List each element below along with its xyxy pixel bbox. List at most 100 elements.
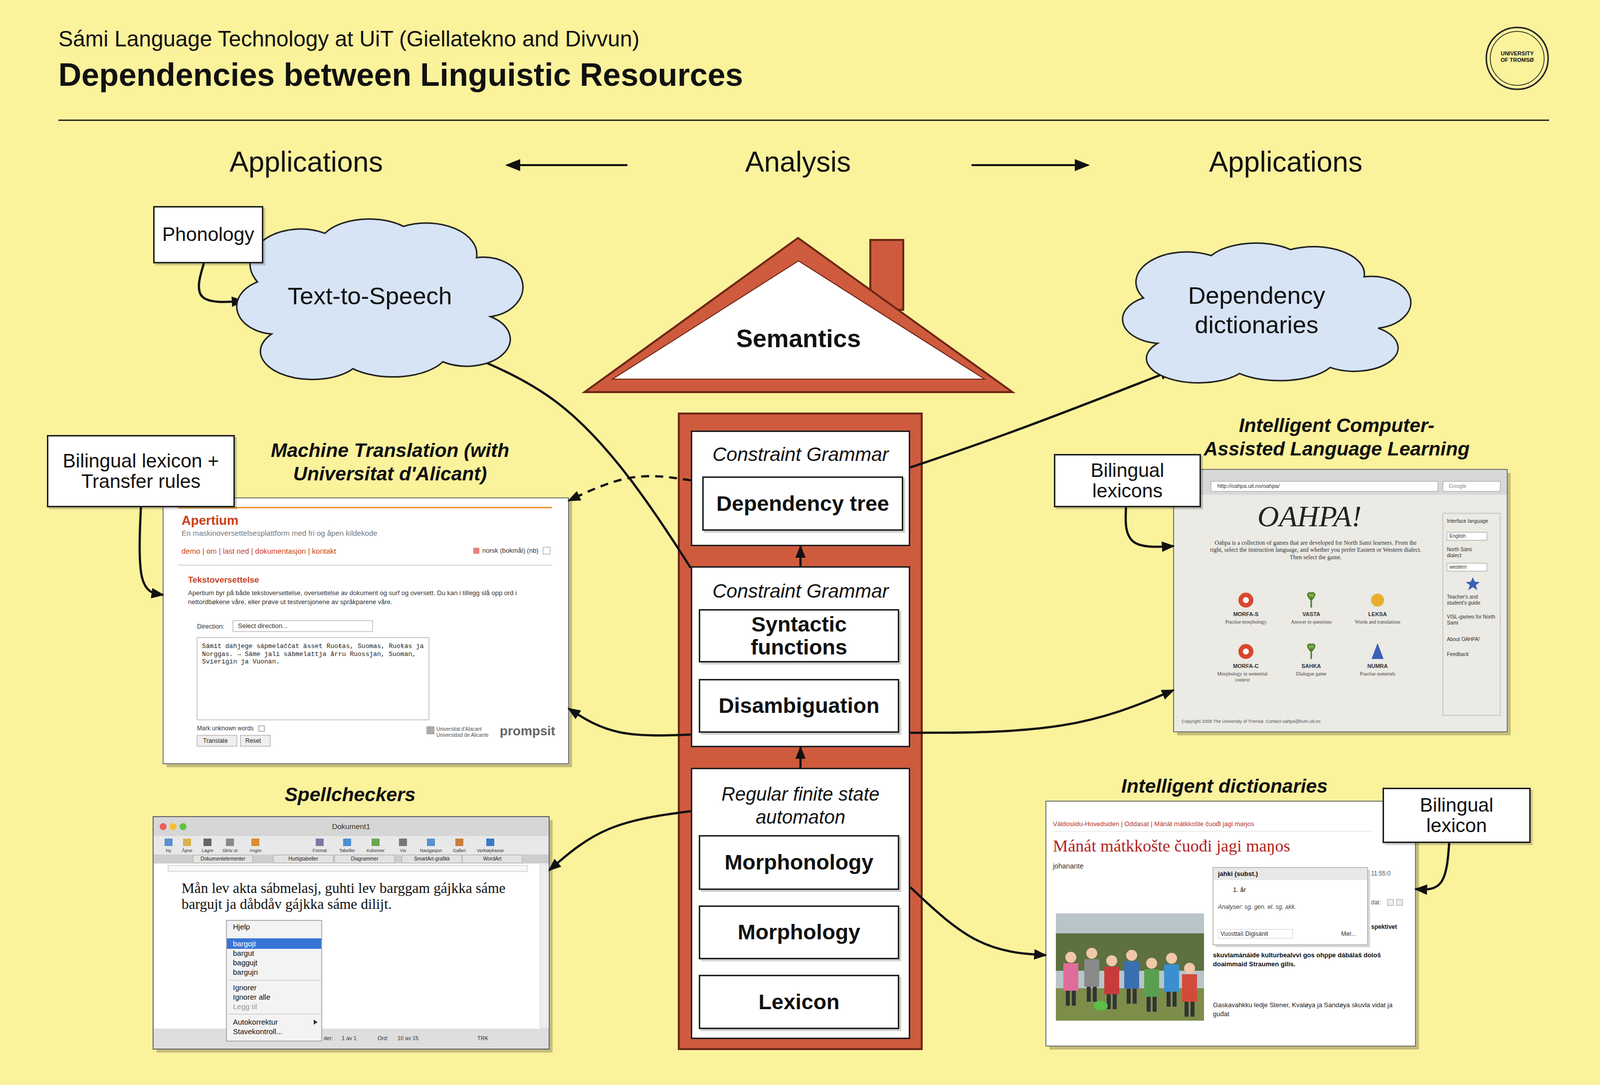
dictionary-screenshot <box>1045 800 1419 1050</box>
screenshot-text: NUMRA <box>1346 662 1409 670</box>
word-processor-screenshot <box>315 838 324 846</box>
screenshot-text: Translate <box>202 737 228 745</box>
screenshot-text: Sámit dahjege sápmelaččat ässet Ruoŧas, … <box>201 642 424 666</box>
photo <box>1106 955 1118 967</box>
panel-heading: Intelligent Computer-Assisted Language L… <box>1182 413 1492 461</box>
screenshot-text: 1. år <box>1232 885 1246 894</box>
photo <box>1055 913 1204 1021</box>
layer-box: Lexicon <box>698 974 900 1029</box>
photo <box>1190 1001 1195 1017</box>
section-header: Applications <box>201 144 411 179</box>
roof-inner <box>612 260 985 380</box>
screenshot-text: Ignorer alle <box>232 992 271 1002</box>
screenshot-text: 1 av 1 <box>341 1034 357 1042</box>
screenshot-text: Verktøykasse <box>470 847 511 854</box>
layer-group: Constraint GrammarSyntactic functionsDis… <box>690 566 911 748</box>
screenshot-text: demo | om | last ned | dokumentasjon | k… <box>181 546 337 556</box>
connector <box>910 690 1174 733</box>
screenshot-panel: Intelligent Computer-Assisted Language L… <box>1173 411 1508 732</box>
screenshot-text: http://oahpa.uit.no/oahpa/ <box>1217 482 1280 490</box>
screenshot-text: Vis <box>383 847 423 854</box>
screenshot-text: Dialogue game <box>1280 670 1343 677</box>
screenshot-text: der: <box>323 1034 334 1042</box>
screenshot-text: Dokument1 <box>153 821 550 831</box>
screenshot-text: Skriv ut <box>209 847 250 854</box>
screenshot-text: Lagre <box>187 847 228 854</box>
language-learning-screenshot <box>1242 648 1249 655</box>
word-processor-screenshot <box>251 838 260 846</box>
word-processor-screenshot <box>399 838 407 846</box>
language-learning-screenshot <box>1307 593 1315 608</box>
screenshot-text: Direction: <box>197 622 225 631</box>
language-learning-screenshot <box>1307 644 1315 659</box>
word-processor-screenshot <box>164 838 173 846</box>
language-learning-screenshot <box>1446 532 1487 541</box>
box-label: Dependency tree <box>716 492 890 515</box>
application-cloud: Dependency dictionaries <box>1115 234 1399 386</box>
layer-group: Regular finite state automatonMorphonolo… <box>690 767 911 1039</box>
screenshot-text: VASTA <box>1280 610 1343 618</box>
language-learning-screenshot <box>1173 469 1511 736</box>
translation-screenshot <box>473 547 480 554</box>
layer-box: Dependency tree <box>702 476 904 531</box>
language-learning-screenshot <box>1238 592 1254 608</box>
photo <box>1084 959 1100 987</box>
screenshot-text: Ord: <box>377 1034 389 1042</box>
translation-screenshot <box>163 497 569 764</box>
box-label: Syntactic functions <box>706 612 892 658</box>
language-learning-screenshot <box>1371 642 1384 659</box>
photo <box>1132 988 1137 1004</box>
translation-screenshot <box>426 726 435 735</box>
layer-box: Disambiguation <box>698 678 900 733</box>
language-learning-screenshot <box>1446 563 1487 572</box>
box-label: Bilingual lexicons <box>1061 460 1194 502</box>
connector <box>568 708 691 736</box>
roof-triangle: Semantics <box>583 236 1014 394</box>
connector <box>799 546 802 567</box>
screenshot-text: Apertium byr på både tekstoversettelse, … <box>188 588 548 606</box>
photo <box>1164 964 1180 992</box>
screenshot-text: Interface language <box>1446 518 1497 525</box>
word-processor-screenshot <box>153 1028 549 1049</box>
screenshot-text: Format <box>299 847 340 854</box>
word-processor-screenshot <box>179 822 187 830</box>
screenshot-text: Reset <box>245 737 261 745</box>
box-label: Morphology <box>737 920 861 944</box>
cloud-label: Text-to-Speech <box>260 281 480 311</box>
screenshot-text: Mer... <box>1341 930 1357 938</box>
photo <box>1184 1001 1189 1017</box>
photo <box>1152 996 1157 1012</box>
photo <box>1184 962 1196 974</box>
screenshot-text: English <box>1449 533 1466 540</box>
box-label: Bilingual lexicon <box>1390 795 1524 836</box>
photo <box>1063 963 1079 991</box>
dictionary-screenshot <box>1212 867 1368 945</box>
language-learning-screenshot <box>1210 481 1438 492</box>
panel-heading: Intelligent dictionaries <box>1099 774 1350 799</box>
photo <box>1065 990 1070 1006</box>
screenshot-text: North Sámi dialect <box>1446 546 1487 559</box>
language-learning-screenshot <box>1173 469 1508 732</box>
screenshot-text: Answer to questions <box>1280 618 1343 625</box>
screenshot-text: Mánát mátkkošte čuođi jagi maŋos <box>1052 835 1291 857</box>
screenshot-text: Hjelp <box>232 921 250 932</box>
connector <box>910 886 1046 955</box>
language-learning-screenshot <box>1174 469 1507 495</box>
word-processor-screenshot <box>343 838 352 846</box>
word-processor-screenshot <box>313 1019 318 1025</box>
screenshot-text: Váldosiidu-Hovedsiden | Oddasat | Mánát … <box>1052 819 1254 828</box>
photo <box>1092 986 1097 1002</box>
screenshot-text: Kolonner <box>355 847 396 854</box>
screenshot-text: OAHPA! <box>1248 498 1371 535</box>
screenshot-text: 10 av 15 <box>397 1034 419 1042</box>
header-rule <box>58 119 1550 122</box>
screenshot-text: spektivet <box>1371 923 1398 931</box>
word-processor-screenshot <box>455 838 464 846</box>
screenshot-text: Apertium <box>181 512 239 529</box>
word-processor-screenshot <box>169 822 177 830</box>
word-processor-screenshot <box>153 816 553 1053</box>
screenshot-text: SAHKA <box>1280 662 1343 670</box>
screenshot-text: western <box>1449 564 1467 571</box>
connector <box>139 507 164 595</box>
